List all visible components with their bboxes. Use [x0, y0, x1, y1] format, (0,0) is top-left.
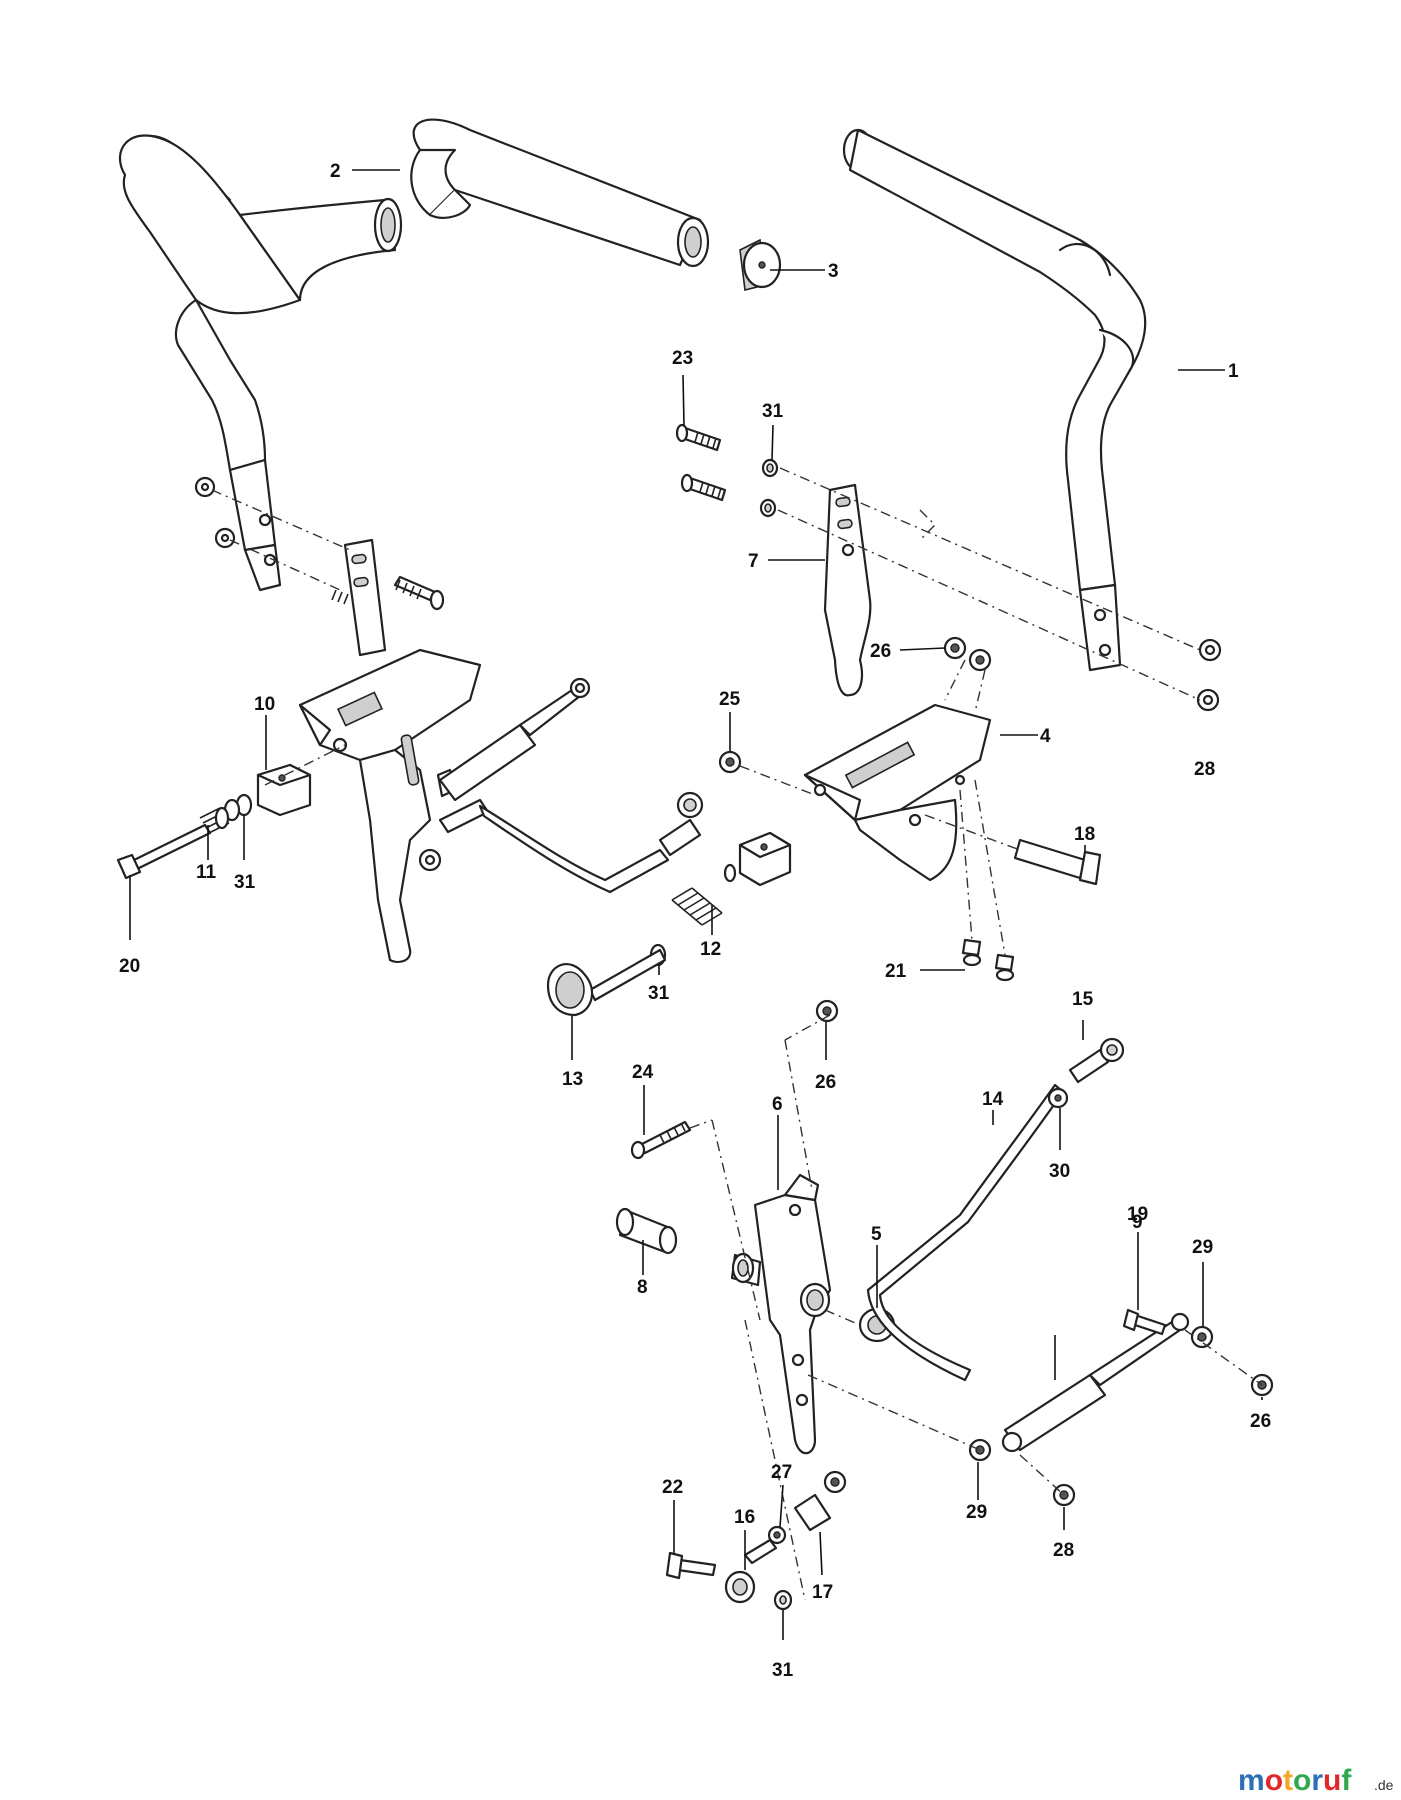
watermark-letter-r: r — [1311, 1764, 1323, 1797]
watermark-letter-o2: o — [1293, 1764, 1311, 1797]
callout-31-left: 31 — [234, 872, 256, 893]
watermark-letter-t: t — [1283, 1764, 1293, 1797]
callout-24: 24 — [632, 1062, 654, 1083]
watermark-letter-m: m — [1238, 1764, 1265, 1797]
callout-31-center: 31 — [648, 983, 670, 1004]
callout-31-top: 31 — [762, 401, 784, 422]
callout-29-right: 29 — [1192, 1237, 1213, 1258]
callout-labels: 1 2 3 4 5 6 7 8 9 10 11 12 13 14 15 16 1… — [119, 161, 1271, 1681]
callout-19: 19 — [1127, 1204, 1148, 1225]
callout-5: 5 — [871, 1224, 882, 1245]
callout-26-top: 26 — [870, 641, 891, 662]
part-21-screws — [961, 938, 1015, 982]
callout-28-top: 28 — [1194, 759, 1215, 780]
assembly-lines — [211, 467, 1263, 1601]
part-27-nut — [767, 1525, 787, 1545]
callout-2: 2 — [330, 161, 341, 182]
callout-1: 1 — [1228, 361, 1239, 382]
part-20-bolt — [116, 823, 212, 880]
callout-31-bottom: 31 — [772, 1660, 794, 1681]
watermark-suffix: .de — [1374, 1777, 1394, 1793]
watermark-letter-u: u — [1323, 1764, 1341, 1797]
callout-21: 21 — [885, 961, 907, 982]
part-7-slotted-plate — [823, 483, 872, 697]
callout-26-right: 26 — [1250, 1411, 1271, 1432]
callout-30: 30 — [1049, 1161, 1070, 1182]
part-12-spring — [671, 863, 737, 926]
part-30-nut — [1047, 1087, 1069, 1109]
left-control-assembly — [298, 538, 704, 964]
callout-10: 10 — [254, 694, 275, 715]
watermark-letter-o: o — [1265, 1764, 1283, 1797]
callout-13: 13 — [562, 1069, 583, 1090]
callout-29-lower: 29 — [966, 1502, 987, 1523]
part-18-bolt — [1013, 838, 1102, 886]
leader-lines — [129, 169, 1263, 1640]
callout-6: 6 — [772, 1094, 783, 1115]
part-10-block — [256, 763, 312, 817]
callout-11: 11 — [196, 862, 217, 883]
part-22-bolt — [665, 1551, 717, 1580]
callout-20: 20 — [119, 956, 140, 977]
part-3-plug — [739, 238, 782, 291]
part-25-nut — [718, 750, 742, 774]
motoruf-watermark: motoruf .de — [1238, 1764, 1394, 1797]
part-2-center-bar — [410, 118, 710, 268]
part-17-coupler — [793, 1470, 847, 1532]
callout-26-mid: 26 — [815, 1072, 836, 1093]
part-1-right-handle — [842, 128, 1147, 672]
part-13-knob — [546, 948, 667, 1017]
callout-16: 16 — [734, 1507, 755, 1528]
callout-27: 27 — [771, 1462, 792, 1483]
part-16-rod-end — [724, 1538, 778, 1604]
part-11-spring-left — [199, 806, 230, 834]
callout-18: 18 — [1074, 824, 1095, 845]
callout-25: 25 — [719, 689, 741, 710]
callout-12: 12 — [700, 939, 721, 960]
part-26-nut-lower — [815, 999, 839, 1023]
watermark-letter-f: f — [1341, 1764, 1352, 1797]
part-10-block-center — [738, 831, 792, 887]
part-4-bracket — [803, 703, 992, 882]
part-8b-sleeve — [730, 1252, 762, 1287]
part-31-washer-lower — [773, 1589, 793, 1611]
callout-9: 9 — [1132, 1212, 1143, 1233]
svg-text:motoruf: motoruf — [1238, 1764, 1352, 1797]
part-9-gas-spring — [1001, 1312, 1190, 1453]
part-28-nuts-right — [1196, 638, 1222, 712]
callout-22: 22 — [662, 1477, 683, 1498]
callout-17: 17 — [812, 1582, 833, 1603]
part-6-arm — [753, 1173, 832, 1455]
callout-7: 7 — [748, 551, 759, 572]
callout-14: 14 — [982, 1089, 1004, 1110]
part-2-left-handle — [118, 134, 403, 592]
left-fasteners — [194, 476, 445, 611]
part-14-rod — [866, 1083, 1065, 1382]
part-19-bolt — [1122, 1308, 1167, 1336]
callout-8: 8 — [637, 1277, 648, 1298]
callout-28-bottom: 28 — [1053, 1540, 1074, 1561]
part-15-rod-end — [1068, 1037, 1125, 1084]
part-23-bolts — [675, 423, 779, 518]
part-29-nuts — [968, 1325, 1214, 1462]
callout-3: 3 — [828, 261, 839, 282]
part-24-bolt — [630, 1120, 692, 1160]
part-26-nuts-top — [943, 636, 992, 672]
callout-15: 15 — [1072, 989, 1094, 1010]
part-8-bushing — [615, 1207, 678, 1255]
callout-23: 23 — [672, 348, 693, 369]
callout-4: 4 — [1040, 726, 1051, 747]
